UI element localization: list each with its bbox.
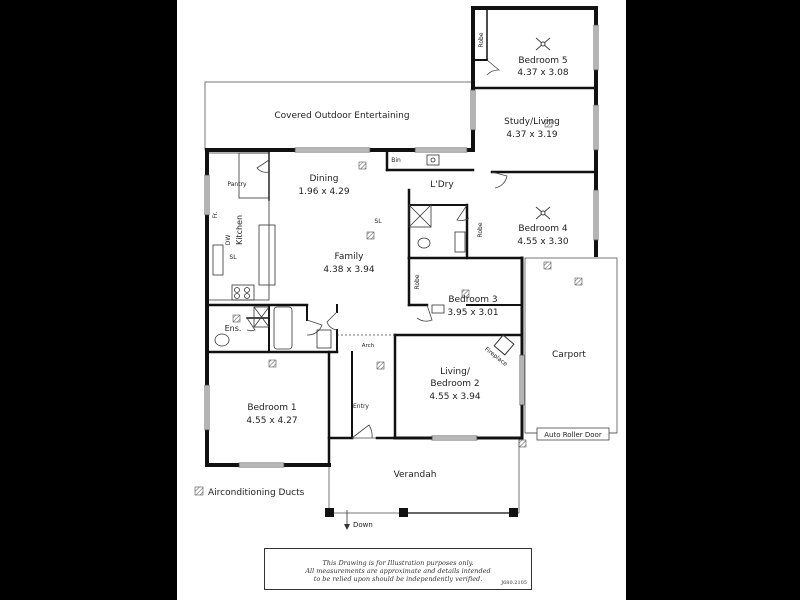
kitchen-benches — [209, 152, 276, 301]
entry-name: Entry — [353, 403, 369, 410]
robe-label-bed5: Robe — [478, 32, 485, 47]
legend-label: Airconditioning Ducts — [208, 488, 305, 498]
down-arrow-icon — [344, 524, 350, 530]
robe-label-bed4: Robe — [477, 222, 484, 237]
bedroom5-dims: 4.37 x 3.08 — [517, 68, 568, 78]
floor-plan-sheet: Bedroom 5 4.37 x 3.08 Study/Living 4.37 … — [177, 0, 626, 600]
dishwasher-label: DW — [225, 235, 232, 246]
living2-dims: 4.55 x 3.94 — [429, 392, 480, 402]
fireplace-label: Fireplace — [483, 346, 509, 368]
pantry-name: Pantry — [227, 181, 247, 188]
bedroom1-dims: 4.55 x 4.27 — [246, 416, 297, 426]
skylight-label-kitchen: SL — [229, 254, 237, 261]
arch-label: Arch — [362, 343, 375, 349]
aircon-ducts — [232, 119, 583, 448]
bedroom3-name: Bedroom 3 — [448, 295, 497, 305]
dining-dims: 1.96 x 4.29 — [298, 187, 349, 197]
disclaimer-line-1: This Drawing is for Illustration purpose… — [322, 559, 474, 567]
outdoor-name: Covered Outdoor Entertaining — [274, 111, 409, 121]
down-label: Down — [353, 521, 373, 529]
windows — [204, 24, 599, 468]
verandah-posts — [325, 508, 518, 517]
bench-label: Bin — [391, 157, 401, 164]
drawing-code: J680.2105 — [501, 580, 527, 586]
bedroom1-name: Bedroom 1 — [247, 403, 296, 413]
family-name: Family — [335, 252, 365, 262]
bedroom4-name: Bedroom 4 — [518, 224, 568, 234]
bedroom4-dims: 4.55 x 3.30 — [517, 237, 568, 247]
ceiling-fan-icon — [535, 206, 551, 220]
living2-name1: Living/ — [440, 367, 471, 377]
fridge-label: Fr. — [212, 211, 219, 218]
doors — [246, 59, 508, 439]
bedroom3-dims: 3.95 x 3.01 — [447, 308, 498, 318]
robe-label-bed3: Robe — [414, 274, 421, 289]
floor-plan: Bedroom 5 4.37 x 3.08 Study/Living 4.37 … — [194, 6, 618, 530]
living2-name2: Bedroom 2 — [430, 379, 479, 389]
dining-name: Dining — [309, 174, 338, 184]
disclaimer-box: This Drawing is for Illustration purpose… — [264, 548, 532, 590]
carport-outline — [524, 257, 618, 434]
family-dims: 4.38 x 3.94 — [323, 265, 374, 275]
wet-area-fixtures — [214, 154, 466, 350]
study-dims: 4.37 x 3.19 — [506, 130, 557, 140]
bedroom5-name: Bedroom 5 — [518, 56, 567, 66]
aircon-duct-legend-icon — [194, 486, 204, 496]
carport-name: Carport — [552, 350, 586, 360]
disclaimer-line-2: All measurements are approximate and det… — [305, 567, 491, 575]
roller-door-label: Auto Roller Door — [544, 431, 602, 439]
study-name: Study/Living — [504, 117, 560, 127]
kitchen-name: Kitchen — [235, 215, 244, 245]
fireplace — [493, 334, 515, 356]
laundry-name: L'Dry — [430, 180, 454, 190]
ceiling-fan-icon — [535, 37, 551, 51]
skylight-label-family: SL — [374, 218, 382, 225]
disclaimer-line-3: to be relied upon should be independentl… — [313, 575, 483, 583]
ensuite-name: Ens. — [225, 324, 242, 333]
verandah-name: Verandah — [394, 470, 437, 480]
roller-door-box — [536, 427, 610, 441]
